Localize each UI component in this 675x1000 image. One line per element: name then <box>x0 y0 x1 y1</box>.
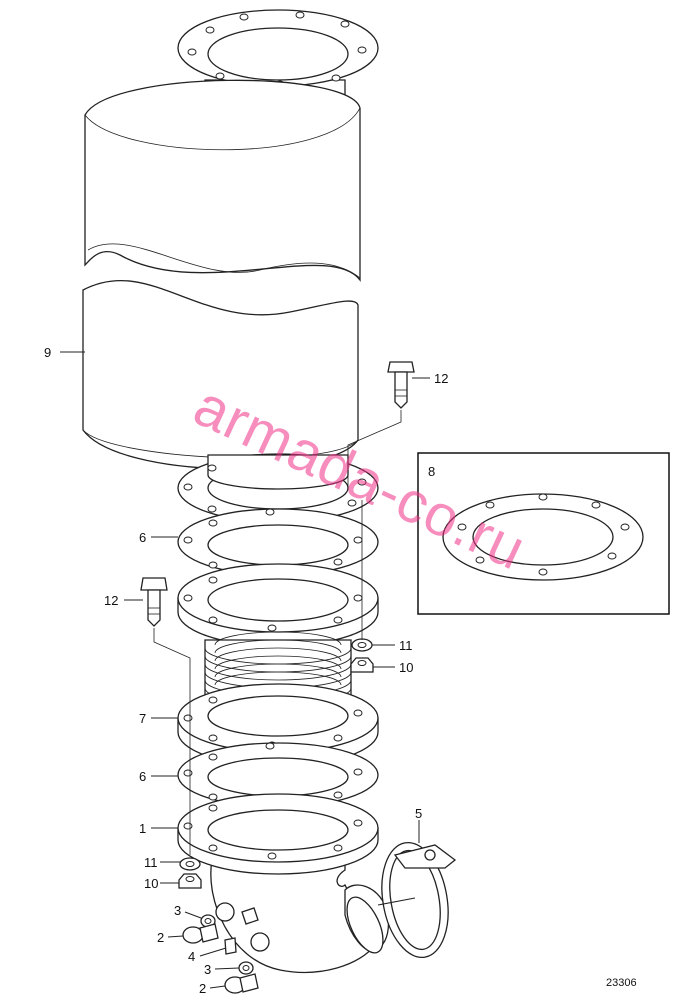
silencer-bottom-flange <box>177 453 379 523</box>
plug-upper <box>182 923 219 944</box>
callout-gasket: 8 <box>428 464 435 479</box>
callout-elbow: 1 <box>139 821 146 836</box>
callout-nut-right: 10 <box>399 660 413 675</box>
nut-left <box>178 873 202 889</box>
exhaust-elbow <box>177 793 389 974</box>
silencer-upper-shell <box>84 79 361 282</box>
flange-washer-upper <box>177 508 379 576</box>
callout-seal-lower: 3 <box>204 962 211 977</box>
callout-bolt-lower: 12 <box>104 593 118 608</box>
bellows-assembly <box>177 563 379 767</box>
callout-washer-left: 11 <box>144 855 158 870</box>
nipple <box>224 907 259 955</box>
nut-right <box>350 657 374 673</box>
plug-lower <box>224 973 259 994</box>
callout-flange-washer-lower: 6 <box>139 769 146 784</box>
callout-bolt-upper: 12 <box>434 371 448 386</box>
v-clamp <box>377 841 457 959</box>
callout-nipple: 4 <box>188 949 195 964</box>
callout-washer-right: 11 <box>399 638 413 653</box>
callout-clamp: 5 <box>415 806 422 821</box>
callout-silencer: 9 <box>44 345 51 360</box>
washer-right <box>351 638 373 652</box>
callout-plug-upper: 2 <box>157 930 164 945</box>
callout-plug-lower: 2 <box>199 981 206 996</box>
seal-lower <box>238 961 254 975</box>
washer-left <box>179 857 201 871</box>
port-lower <box>250 932 270 952</box>
bolt-upper <box>387 361 415 409</box>
callout-bellows: 7 <box>139 711 146 726</box>
callout-nut-left: 10 <box>144 876 158 891</box>
leader-lines <box>60 351 430 989</box>
gasket-inset-box <box>417 452 670 615</box>
bolt-lower <box>140 577 168 627</box>
figure-number: 23306 <box>606 977 637 989</box>
callout-labels: 9 6 12 8 12 11 10 7 6 1 5 11 10 3 2 4 3 … <box>44 345 448 996</box>
callout-seal-upper: 3 <box>174 903 181 918</box>
callout-flange-washer-upper: 6 <box>139 530 146 545</box>
port-upper <box>215 902 235 922</box>
